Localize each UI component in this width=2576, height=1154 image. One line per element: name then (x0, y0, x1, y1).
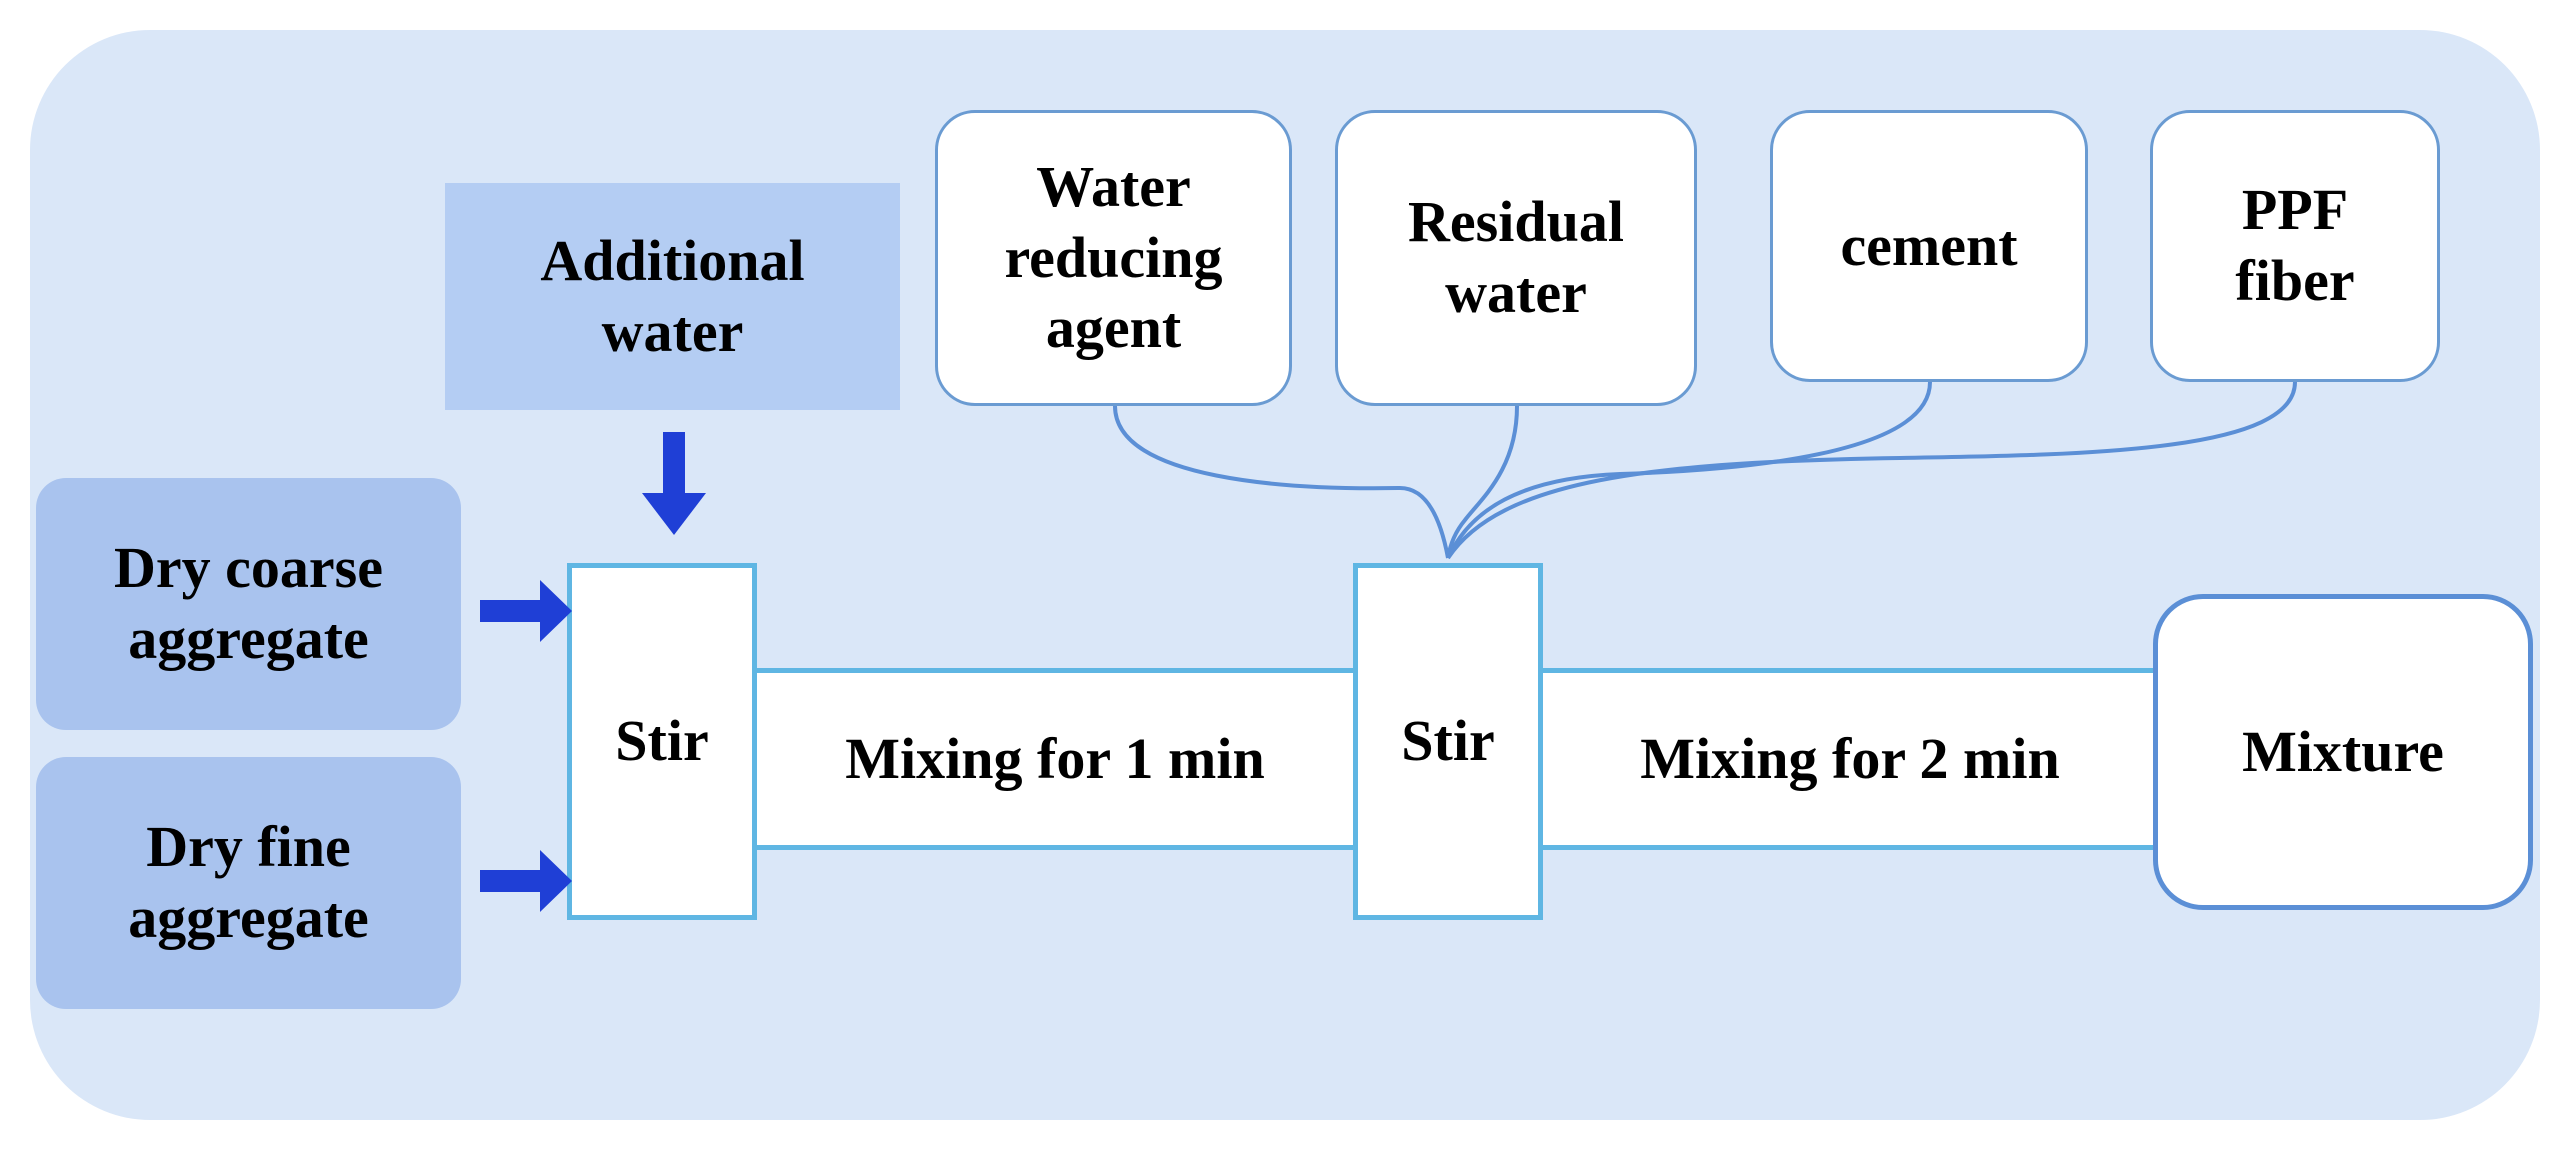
ingredient-cement: cement (1770, 110, 2088, 382)
stir-step-2: Stir (1353, 563, 1543, 920)
additional-water-box: Additional water (445, 183, 900, 410)
ingredient-residual-water: Residual water (1335, 110, 1697, 406)
mixture-output: Mixture (2153, 594, 2533, 910)
arrow-right-icon (480, 850, 572, 912)
arrow-right-icon (480, 580, 572, 642)
ingredient-connector-lines (1113, 381, 2297, 560)
mixing-step-1: Mixing for 1 min (750, 668, 1360, 850)
dry-coarse-aggregate-box: Dry coarse aggregate (36, 478, 461, 730)
ingredient-ppf-fiber: PPF fiber (2150, 110, 2440, 382)
dry-fine-aggregate-box: Dry fine aggregate (36, 757, 461, 1009)
ingredient-water-reducing-agent: Water reducing agent (935, 110, 1292, 406)
arrow-down-icon (642, 432, 706, 535)
stir-step-1: Stir (567, 563, 757, 920)
